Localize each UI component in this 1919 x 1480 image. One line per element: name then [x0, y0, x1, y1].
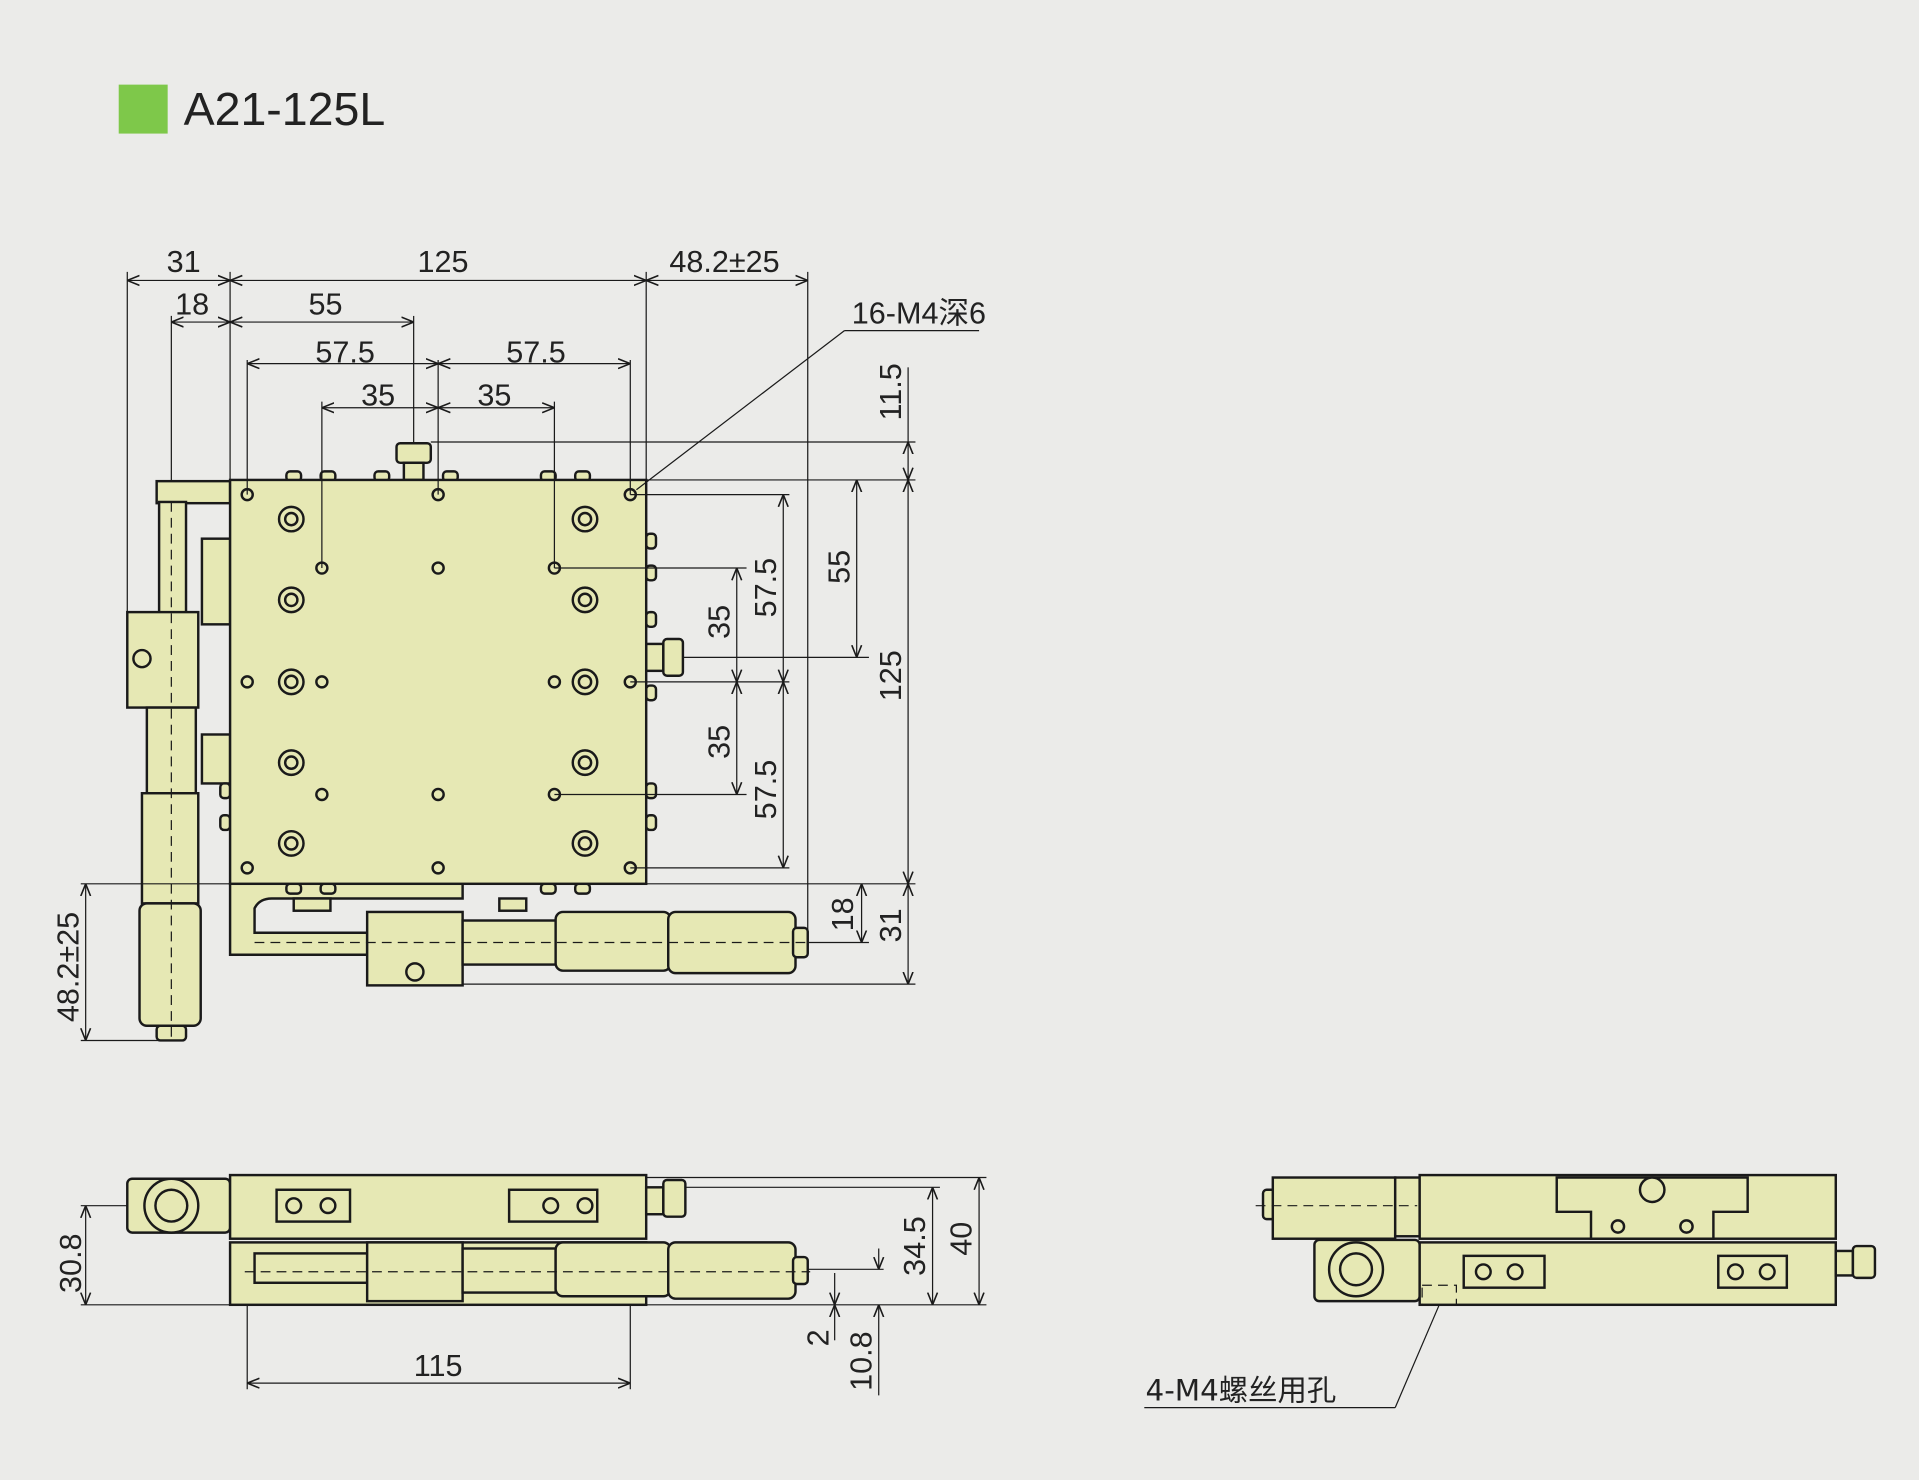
dimension-label: 125 — [874, 650, 908, 701]
dimension-label: 10.8 — [844, 1331, 878, 1391]
dimension-label: 57.5 — [506, 335, 566, 369]
m4-tapped-hole — [431, 561, 445, 575]
counterbore-hole — [577, 674, 593, 690]
title-marker — [118, 84, 168, 134]
dimension-label: 40 — [945, 1222, 979, 1256]
dimension-label: 34.5 — [898, 1216, 932, 1276]
dimension-label: 57.5 — [315, 335, 375, 369]
tapped-hole-note: 16-M4深6 — [852, 296, 986, 330]
side-micrometer — [1271, 1176, 1397, 1240]
m4-tapped-hole — [240, 861, 254, 875]
counterbore-hole — [283, 836, 299, 851]
counterbore-hole — [577, 755, 593, 770]
dimension-label: 48.2±25 — [51, 912, 85, 1022]
counterbore-hole — [283, 511, 299, 527]
dimension-label: 57.5 — [749, 558, 783, 618]
dimension-label: 11.5 — [874, 363, 908, 420]
side-view: 4-M4螺丝用孔 — [1144, 1173, 1877, 1409]
dimension-label: 55 — [822, 550, 856, 584]
counterbore-hole — [577, 836, 593, 851]
left-bracket — [155, 479, 232, 505]
dimension-label: 35 — [702, 725, 736, 759]
dimension-label: 48.2±25 — [669, 245, 779, 279]
dimension-label: 31 — [167, 245, 201, 279]
dimension-label: 57.5 — [749, 760, 783, 820]
counterbore-hole — [577, 511, 593, 527]
dimension-label: 35 — [361, 378, 395, 412]
m4-tapped-hole — [315, 787, 329, 802]
left-micrometer-spindle — [157, 500, 188, 616]
m4-tapped-hole — [547, 675, 562, 689]
dimension-label: 115 — [414, 1349, 463, 1383]
front-view-dimensions: 30.8 34.5 40 2 10.8 115 — [54, 1176, 987, 1396]
dimension-label: 30.8 — [54, 1233, 88, 1293]
dimension-label: 125 — [418, 245, 469, 279]
counterbore-hole — [283, 674, 299, 690]
m4-tapped-hole — [431, 787, 445, 802]
m4-tapped-hole — [240, 675, 254, 689]
m4-tapped-hole — [315, 675, 329, 689]
dimension-label: 18 — [175, 288, 209, 322]
dimension-label: 18 — [826, 897, 860, 931]
dimension-label: 35 — [702, 605, 736, 639]
dimension-label: 55 — [309, 288, 343, 322]
mounting-hole-note: 4-M4螺丝用孔 — [1146, 1373, 1337, 1407]
model-title: A21-125L — [184, 83, 386, 135]
counterbore-hole — [283, 592, 299, 608]
dimension-label: 2 — [802, 1329, 836, 1346]
dimension-label: 35 — [477, 378, 511, 412]
top-view-dimensions: 31 125 48.2±25 18 55 57.5 57.5 35 35 16-… — [51, 245, 986, 1042]
left-micrometer-thimble — [138, 902, 202, 1027]
m4-tapped-hole — [431, 861, 445, 875]
dimension-label: 31 — [874, 908, 908, 942]
counterbore-hole — [283, 755, 299, 770]
front-view — [126, 1173, 811, 1307]
counterbore-hole — [577, 592, 593, 608]
